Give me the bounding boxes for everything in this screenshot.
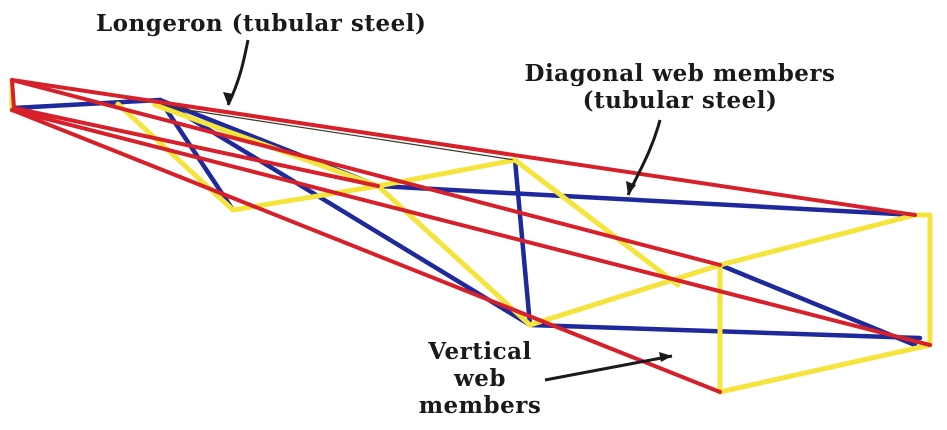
diagonal-arrowhead [626, 181, 636, 195]
longeron-bottom-right [10, 108, 932, 347]
longeron-label: Longeron (tubular steel) [96, 10, 427, 37]
diagonal-member-top-1 [11, 97, 163, 111]
rear-frame-right [912, 212, 933, 348]
vertical-web-label-line3: members [418, 392, 542, 419]
diagonal-web-label-line2: (tubular steel) [582, 87, 778, 114]
rear-frame-top [717, 212, 918, 268]
diagonal-member-side-2 [157, 97, 533, 328]
diagonal-member-top-3 [375, 183, 918, 218]
vertical-web-label-line1: Vertical [428, 338, 532, 365]
diagonal-member-bottom-2 [527, 322, 923, 341]
longeron-top-right [10, 78, 722, 267]
vertical-arrowhead [659, 352, 672, 362]
longeron-arrowhead [223, 92, 233, 105]
leader-arrows [223, 39, 673, 382]
rear-frame-bottom [717, 342, 933, 395]
longerons [10, 78, 932, 394]
longeron-nose [10, 78, 16, 110]
diagonal-web-label: Diagonal web members (tubular steel) [470, 60, 890, 114]
vertical-member-6 [512, 157, 681, 288]
diagonal-web-label-line1: Diagonal web members [524, 60, 836, 87]
longeron-mid [12, 106, 380, 188]
vertical-web-label-line2: web [453, 365, 506, 392]
vertical-arrow [544, 354, 673, 382]
vertical-web-label: Vertical web members [390, 338, 570, 419]
vertical-member-5 [375, 183, 533, 328]
longeron-bottom-left [10, 108, 722, 394]
vertical-member-7 [527, 262, 723, 328]
longeron-top-left [10, 78, 917, 217]
longeron-arrow [226, 39, 250, 106]
